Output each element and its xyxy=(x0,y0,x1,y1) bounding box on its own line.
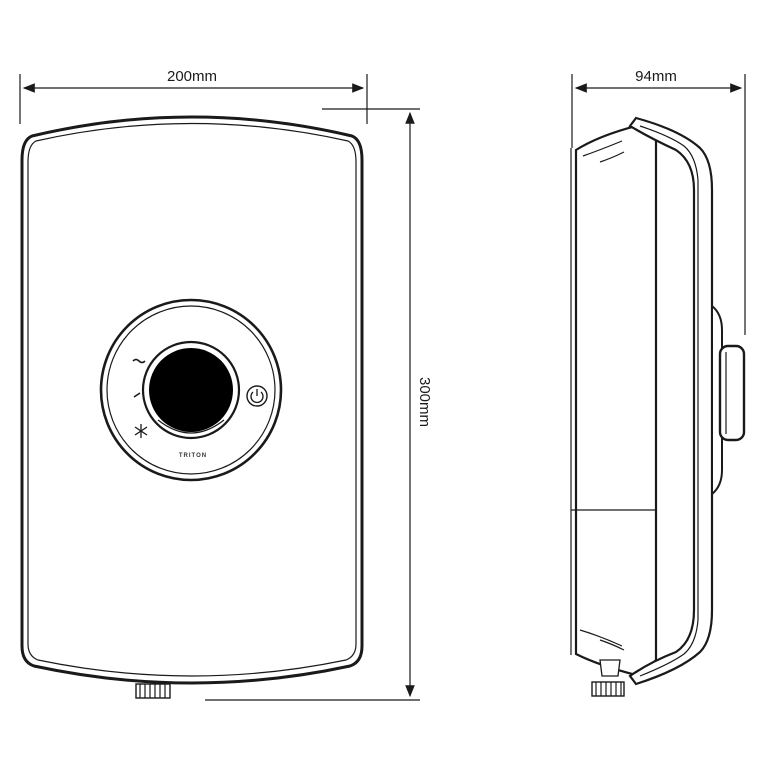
side-front-cover xyxy=(628,116,714,686)
depth-dimension: 94mm xyxy=(571,68,746,335)
side-back-body xyxy=(574,123,658,678)
height-label: 300mm xyxy=(416,377,433,427)
depth-label: 94mm xyxy=(635,68,677,85)
snowflake-icon[interactable] xyxy=(134,424,148,438)
height-dimension: 300mm xyxy=(205,108,433,701)
power-icon[interactable] xyxy=(246,385,268,407)
front-view: TRITON xyxy=(20,115,364,699)
width-label: 200mm xyxy=(167,68,217,85)
control-panel: TRITON xyxy=(99,298,283,482)
side-inlet-connector xyxy=(591,659,625,697)
side-view xyxy=(570,116,746,697)
front-inlet-connector xyxy=(135,683,171,699)
front-body-inner-line xyxy=(27,122,357,677)
side-control-knob[interactable] xyxy=(711,303,746,497)
temperature-dial[interactable] xyxy=(149,348,233,432)
high-power-icon[interactable] xyxy=(132,358,146,364)
brand-label: TRITON xyxy=(179,453,207,459)
low-power-icon[interactable] xyxy=(133,392,141,398)
width-dimension: 200mm xyxy=(19,68,368,124)
